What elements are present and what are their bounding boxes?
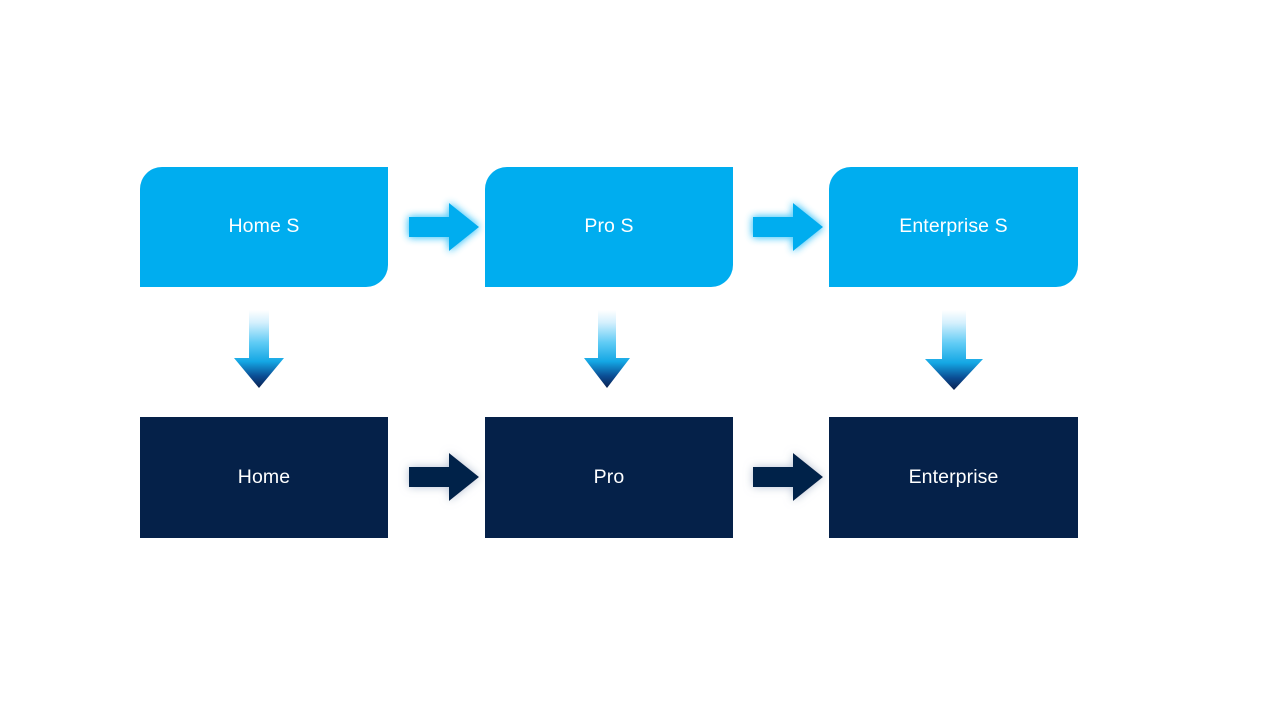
arrow-pro-to-enterprise (753, 453, 823, 501)
arrow-home-s-to-pro-s (409, 203, 479, 251)
node-label: Home S (228, 215, 300, 238)
node-label: Enterprise (908, 465, 999, 488)
node-enterprise[interactable]: Enterprise (829, 417, 1078, 538)
node-label: Home (237, 465, 291, 488)
arrow-pro-s-to-pro (584, 310, 630, 388)
node-home[interactable]: Home (140, 417, 388, 538)
node-home-s[interactable]: Home S (140, 167, 388, 287)
arrow-home-to-pro (409, 453, 479, 501)
arrow-pro-s-to-enterprise-s (753, 203, 823, 251)
node-label: Pro S (584, 215, 634, 238)
node-pro[interactable]: Pro (485, 417, 733, 538)
arrow-enterprise-s-to-enterprise (925, 310, 983, 390)
node-label: Enterprise S (899, 215, 1008, 238)
node-pro-s[interactable]: Pro S (485, 167, 733, 287)
arrow-home-s-to-home (234, 310, 284, 388)
node-enterprise-s[interactable]: Enterprise S (829, 167, 1078, 287)
node-label: Pro (593, 465, 625, 488)
